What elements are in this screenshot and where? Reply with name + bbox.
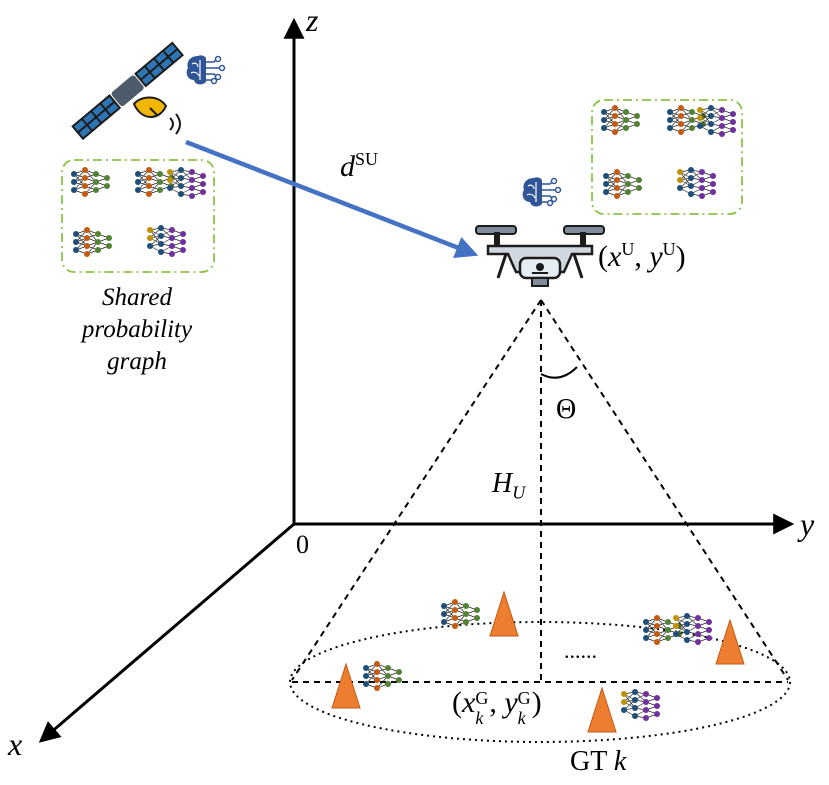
neural-network-icon — [676, 166, 717, 200]
brain-circuit-icon — [185, 54, 226, 86]
angle-arc — [540, 366, 578, 379]
ground-terminal-icon — [489, 591, 519, 637]
ground-terminal-icon — [587, 687, 617, 733]
satellite-uav-link — [185, 139, 479, 258]
gt-name-label: GT k — [570, 746, 627, 777]
brain-circuit-icon — [521, 176, 562, 208]
axis-x-label: x — [8, 726, 23, 762]
coverage-ellipse — [289, 621, 791, 743]
ellipsis: ...... — [564, 638, 597, 663]
origin-label: 0 — [296, 530, 309, 559]
axis-z-label: z — [306, 2, 319, 38]
ground-terminal-icon — [331, 663, 361, 709]
shared-graph-caption: Shared probability graph — [81, 284, 193, 375]
distance-label: dSU — [340, 149, 379, 183]
axis-y-label: y — [800, 506, 815, 542]
neural-network-icon — [600, 104, 641, 136]
uav-model-box — [591, 99, 743, 215]
coverage-cone — [291, 299, 789, 683]
angle-label: Θ — [556, 394, 577, 425]
neural-network-icon — [672, 612, 713, 646]
neural-network-icon — [146, 224, 187, 258]
neural-network-icon — [72, 226, 113, 258]
neural-network-icon — [70, 166, 111, 198]
neural-network-icon — [696, 104, 737, 138]
satellite-model-box — [61, 159, 215, 273]
height-label: HU — [492, 468, 526, 503]
ground-terminal-icon — [715, 619, 745, 665]
neural-network-icon — [620, 688, 661, 722]
drone-icon — [475, 225, 605, 287]
neural-network-icon — [362, 660, 403, 692]
neural-network-icon — [602, 168, 643, 200]
neural-network-icon — [166, 166, 207, 200]
uav-position-label: (xU, yU) — [598, 239, 686, 273]
satellite-icon — [71, 41, 184, 141]
axis-x — [38, 522, 295, 743]
